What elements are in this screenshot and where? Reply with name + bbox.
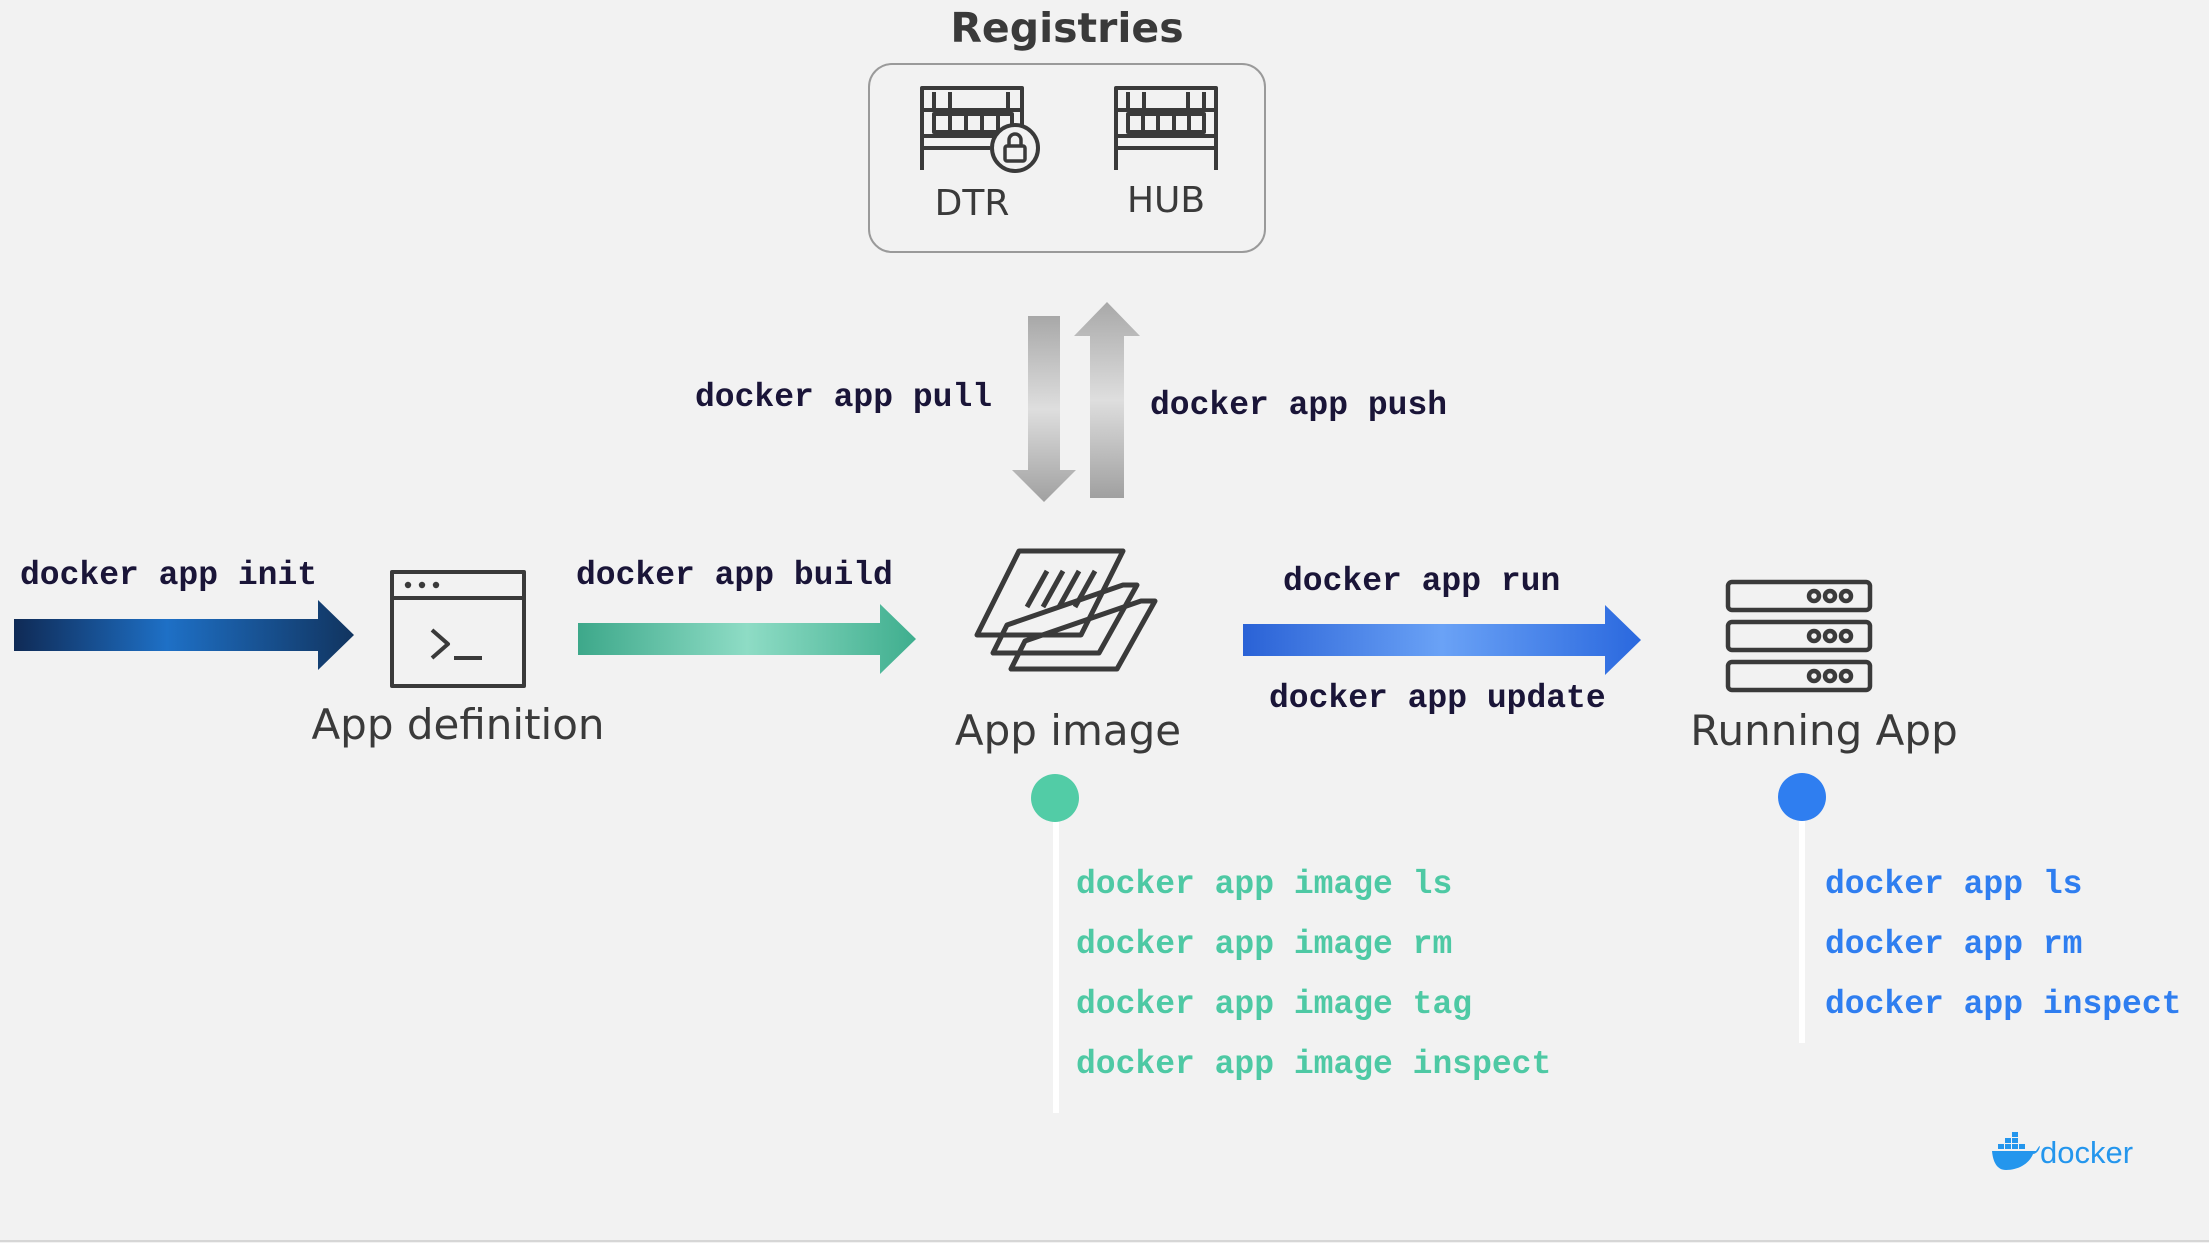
image-rm-command: docker app image rm	[1076, 926, 1453, 963]
running-app-label: Running App	[1690, 706, 1958, 755]
running-ls-command: docker app ls	[1825, 866, 2083, 903]
app-image-label: App image	[954, 706, 1182, 755]
docker-whale-icon	[1992, 1132, 2040, 1170]
image-ls-command: docker app image ls	[1076, 866, 1453, 903]
image-tag-command: docker app image tag	[1076, 986, 1473, 1023]
registries-box	[868, 63, 1266, 253]
image-timeline-line	[1053, 797, 1059, 1113]
running-rm-command: docker app rm	[1825, 926, 2083, 963]
pull-arrow	[1012, 316, 1076, 502]
server-stack-icon	[1725, 579, 1873, 693]
running-inspect-command: docker app inspect	[1825, 986, 2182, 1023]
registry-icon	[1114, 86, 1218, 170]
running-timeline-line	[1799, 797, 1805, 1043]
run-update-arrow	[1243, 605, 1641, 675]
terminal-window-icon	[390, 570, 526, 688]
run-command: docker app run	[1283, 563, 1561, 600]
pull-push-arrows	[1012, 302, 1140, 502]
push-command: docker app push	[1150, 387, 1448, 424]
push-arrow	[1074, 302, 1140, 498]
dtr-label: DTR	[934, 183, 1010, 224]
update-command: docker app update	[1269, 680, 1606, 717]
init-command: docker app init	[20, 557, 318, 594]
pull-command: docker app pull	[695, 379, 993, 416]
hub-label: HUB	[1126, 180, 1206, 221]
image-inspect-command: docker app image inspect	[1076, 1046, 1552, 1083]
bottom-divider	[0, 1240, 2209, 1242]
docker-logo-text: docker	[2040, 1135, 2134, 1170]
app-definition-label: App definition	[311, 700, 605, 749]
registries-title: Registries	[950, 4, 1184, 52]
build-command: docker app build	[576, 557, 893, 594]
image-timeline-dot	[1031, 774, 1079, 822]
build-arrow	[578, 604, 916, 674]
running-timeline-dot	[1778, 773, 1826, 821]
init-arrow	[14, 600, 354, 670]
locked-registry-icon	[920, 86, 1040, 173]
app-image-stack-icon	[974, 548, 1158, 672]
